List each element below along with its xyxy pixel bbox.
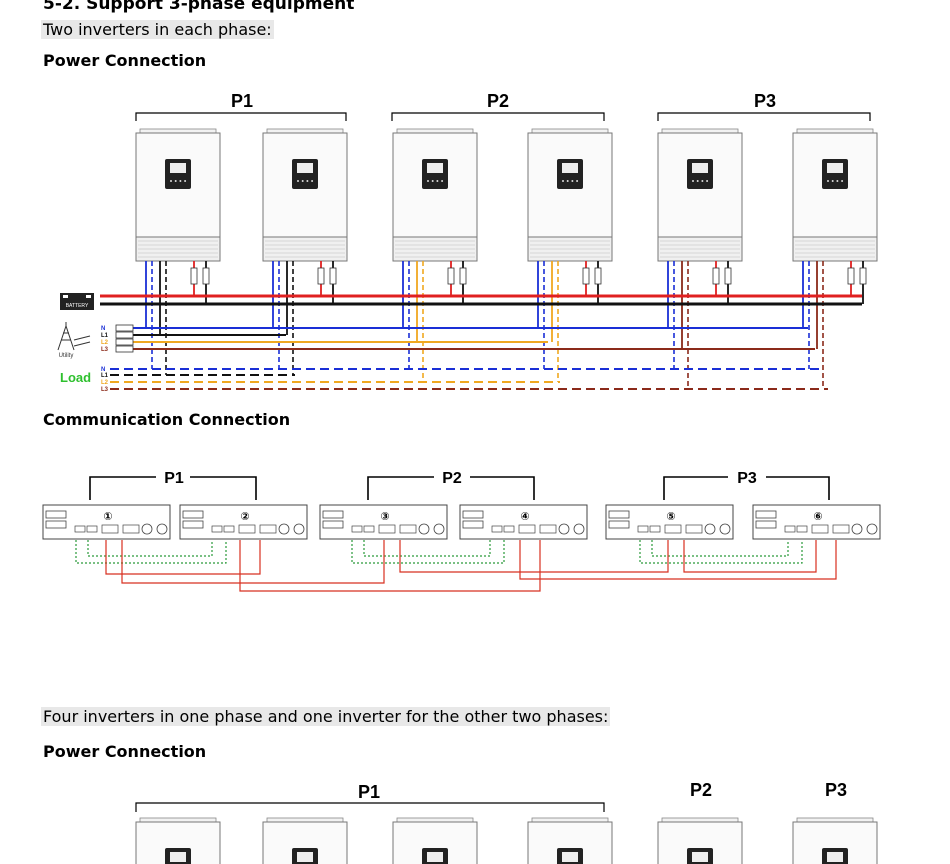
unit-number: ⑥ (813, 511, 822, 523)
power-connection-diagram-2: P1 P2 P3 (135, 780, 878, 864)
comm-unit: ③ (319, 504, 448, 540)
inverter-unit (135, 128, 221, 262)
comm-unit-row: ① ② ③ ④ ⑤ ⑥ (42, 504, 881, 540)
load-label: Load (60, 370, 91, 385)
comm-green-wires (75, 540, 803, 564)
unit-number: ⑤ (666, 511, 675, 523)
comm-unit: ④ (459, 504, 588, 540)
unit-number: ③ (380, 511, 389, 523)
svg-text:N: N (101, 367, 105, 373)
inverter-wiring (145, 261, 210, 375)
svg-text:L2: L2 (101, 380, 109, 386)
power-connection-heading-1: Power Connection (43, 51, 207, 70)
phase-label-p3-b: P3 (825, 780, 847, 800)
utility-line-labels: N L1 L2 L3 (101, 326, 109, 353)
lcd-display-icon (292, 159, 318, 189)
svg-text:Utility: Utility (59, 353, 74, 359)
inverter-row-2 (135, 817, 878, 864)
phase-label-p2-b: P2 (690, 780, 712, 800)
svg-text:L3: L3 (101, 347, 109, 353)
inverter-wiring (537, 261, 602, 382)
inverter-wiring (272, 261, 337, 375)
inverter-unit (657, 817, 743, 864)
lcd-display-icon (292, 848, 318, 864)
lcd-display-icon (557, 848, 583, 864)
inverter-row-1 (135, 128, 878, 389)
comm-unit: ⑤ (605, 504, 734, 540)
phase-label-p1: P1 (231, 91, 253, 111)
unit-number: ① (103, 511, 112, 523)
load-line-labels: N L1 L2 L3 (101, 367, 109, 393)
communication-connection-heading: Communication Connection (43, 410, 291, 429)
lcd-display-icon (165, 159, 191, 189)
lcd-display-icon (687, 159, 713, 189)
inverter-unit (527, 817, 613, 864)
comm-brace-p1 (89, 476, 257, 500)
inverter-unit (527, 128, 613, 262)
lcd-display-icon (822, 159, 848, 189)
lcd-display-icon (687, 848, 713, 864)
lcd-display-icon (557, 159, 583, 189)
lcd-display-icon (422, 848, 448, 864)
unit-number: ④ (520, 511, 529, 523)
svg-text:BATTERY: BATTERY (66, 303, 89, 309)
svg-text:L3: L3 (101, 387, 109, 393)
inverter-unit (262, 128, 348, 262)
battery-icon: BATTERY (60, 293, 94, 310)
inverter-wiring (402, 261, 467, 382)
inverter-unit (392, 128, 478, 262)
power-connection-diagram-1: P1 P2 P3 BATTERY Utility N L1 L2 L3 Load (57, 91, 878, 393)
utility-tower-icon: Utility (57, 322, 91, 359)
inverter-unit (392, 817, 478, 864)
comm-brace-p2 (367, 476, 535, 500)
phase-brace-p3 (657, 112, 871, 121)
phase-brace-p2 (391, 112, 605, 121)
lcd-display-icon (165, 848, 191, 864)
inverter-unit (262, 817, 348, 864)
svg-text:L1: L1 (101, 373, 109, 379)
lcd-display-icon (422, 159, 448, 189)
svg-text:L1: L1 (101, 333, 109, 339)
phase-brace-p1-wide (135, 802, 605, 812)
phase-label-p1-b: P1 (358, 782, 380, 802)
inverter-unit (792, 128, 878, 262)
comm-unit: ⑥ (752, 504, 881, 540)
comm-phase-label-p3: P3 (737, 470, 757, 487)
utility-breaker (115, 324, 134, 353)
comm-unit: ① (42, 504, 171, 540)
svg-text:L2: L2 (101, 340, 109, 346)
unit-number: ② (240, 511, 249, 523)
comm-phase-label-p1: P1 (164, 470, 184, 487)
power-connection-heading-2: Power Connection (43, 742, 207, 761)
section-title: 5-2. Support 3-phase equipment (43, 0, 355, 14)
intro-four-inverters: Four inverters in one phase and one inve… (41, 707, 611, 726)
phase-label-p3: P3 (754, 91, 776, 111)
comm-brace-p3 (663, 476, 830, 500)
phase-brace-p1 (135, 112, 347, 121)
comm-red-wires (105, 540, 837, 592)
inverter-unit (657, 128, 743, 262)
intro-two-inverters: Two inverters in each phase: (41, 20, 274, 39)
lcd-display-icon (822, 848, 848, 864)
comm-unit: ② (179, 504, 308, 540)
svg-text:N: N (101, 326, 105, 332)
comm-phase-label-p2: P2 (442, 470, 462, 487)
inverter-unit (135, 817, 221, 864)
inverter-unit (792, 817, 878, 864)
communication-diagram: P1 P2 P3 ① ② ③ ④ ⑤ ⑥ (42, 470, 881, 592)
phase-label-p2: P2 (487, 91, 509, 111)
